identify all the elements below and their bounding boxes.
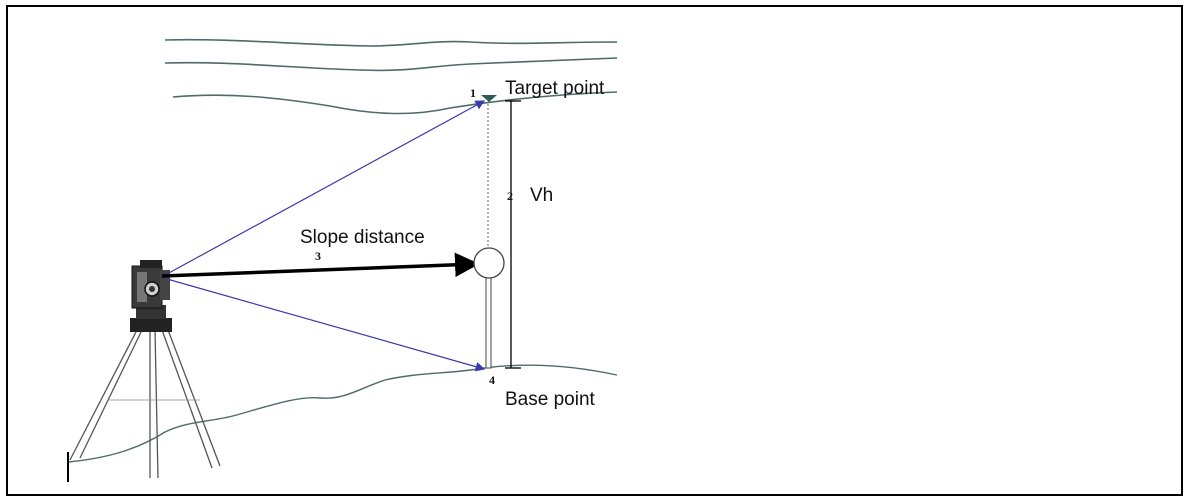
total-station-icon — [130, 260, 172, 332]
vh-label: Vh — [530, 185, 553, 206]
slope-distance-label: Slope distance — [300, 227, 425, 248]
number-base: 4 — [489, 373, 495, 387]
vh-bracket — [505, 100, 521, 369]
target-point-label: Target point — [505, 78, 605, 99]
wire-1 — [164, 38, 618, 47]
diagram-frame — [6, 5, 1183, 496]
sight-line-to-target — [166, 100, 486, 275]
wire-3 — [172, 91, 618, 115]
ground-line — [67, 364, 618, 463]
base-point-label: Base point — [505, 389, 596, 410]
number-target: 1 — [470, 86, 476, 100]
target-marker-icon — [481, 95, 497, 102]
slope-distance-arrow — [161, 252, 480, 278]
number-slope: 3 — [315, 249, 321, 263]
prism-pole — [473, 104, 505, 369]
wire-2 — [164, 57, 618, 72]
sight-line-to-base — [166, 278, 486, 372]
prism-icon — [473, 247, 505, 279]
overhead-wires — [164, 38, 618, 115]
number-height: 2 — [507, 189, 513, 203]
tripod — [69, 329, 221, 479]
